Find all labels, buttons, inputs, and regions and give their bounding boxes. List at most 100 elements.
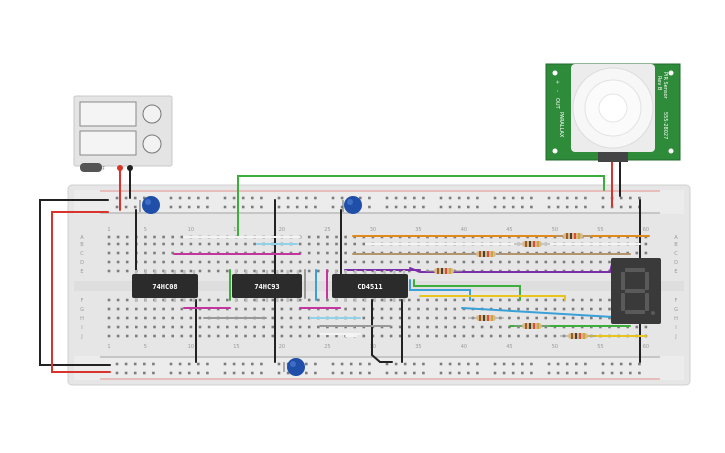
column-label-bottom: 55 <box>597 344 603 350</box>
rail-hole <box>422 205 425 209</box>
rail-hole <box>133 362 137 366</box>
rail-hole <box>178 371 182 375</box>
hole <box>326 298 329 302</box>
hole <box>417 316 420 320</box>
rail-hole <box>493 196 497 200</box>
hole <box>180 298 184 302</box>
column-label-bottom: 60 <box>643 344 649 350</box>
rail-hole <box>197 362 200 366</box>
rail-hole <box>286 196 290 200</box>
hole <box>317 334 320 338</box>
rail-hole <box>331 196 335 200</box>
wire-red-left <box>51 211 111 373</box>
resistor[interactable] <box>514 241 550 247</box>
hole <box>389 325 393 329</box>
hole <box>471 260 475 264</box>
power-supply[interactable]: OFF <box>73 95 173 172</box>
rail-hole <box>601 196 605 200</box>
chip-74hc93[interactable]: 74HC93 <box>232 270 302 302</box>
hole <box>280 316 284 320</box>
hole <box>544 298 548 302</box>
resistor[interactable] <box>514 323 550 329</box>
psu-terminal-black[interactable] <box>127 165 133 171</box>
chip-pin <box>334 298 338 302</box>
hole <box>107 235 111 239</box>
chip-label-74hc93: 74HC93 <box>254 283 279 291</box>
hole <box>107 269 111 273</box>
hole <box>444 298 447 302</box>
hole <box>125 242 129 246</box>
column-label-top: 20 <box>279 227 285 233</box>
hole <box>180 325 184 329</box>
hole <box>180 316 184 320</box>
rail-hole <box>565 205 569 209</box>
chip-pin <box>363 298 367 302</box>
hole <box>116 251 120 255</box>
chip-pin <box>393 298 396 302</box>
resistor[interactable] <box>468 251 504 257</box>
hole <box>435 316 438 320</box>
rail-hole <box>115 362 119 366</box>
hole <box>253 334 256 338</box>
capacitor-2[interactable] <box>342 196 362 214</box>
rail-hole <box>187 362 191 366</box>
hole <box>408 260 411 264</box>
hole <box>362 242 366 246</box>
chip-pin <box>296 270 300 274</box>
chip-cd4511[interactable]: CD4511 <box>332 270 408 302</box>
hole <box>453 260 457 264</box>
resistor[interactable] <box>560 333 596 339</box>
chip-74hc08[interactable]: 74HC08 <box>132 270 198 302</box>
rail-hole <box>422 196 425 200</box>
seven-segment-display[interactable]: 8. <box>611 258 661 324</box>
hole <box>444 334 447 338</box>
hole <box>417 325 420 329</box>
pir-sensor[interactable]: PIR Sensor Rev B 555-28027 PARALLAX + - … <box>545 63 681 162</box>
hole <box>189 260 193 264</box>
resistor[interactable] <box>555 233 591 239</box>
psu-voltage-knob[interactable] <box>142 104 162 124</box>
hole <box>380 298 384 302</box>
rail-hole <box>187 196 191 200</box>
hole <box>326 251 329 255</box>
hole <box>553 298 557 302</box>
hole <box>262 307 265 311</box>
hole <box>317 269 320 273</box>
capacitor-1[interactable] <box>139 196 160 214</box>
psu-terminal-red[interactable] <box>117 165 123 171</box>
hole <box>317 260 320 264</box>
rail-hole <box>115 196 119 200</box>
rail-hole <box>169 371 173 375</box>
hole <box>125 298 129 302</box>
rail-hole <box>394 362 398 366</box>
rail-hole <box>403 196 407 200</box>
psu-current-knob[interactable] <box>142 134 162 154</box>
pir-brand: PARALLAX <box>558 112 564 138</box>
rail-hole <box>556 205 560 209</box>
hole <box>317 251 320 255</box>
hole <box>135 334 138 338</box>
column-label-top: 10 <box>188 227 194 233</box>
rail-hole <box>124 362 128 366</box>
hole <box>326 235 329 239</box>
rail-hole <box>124 196 128 200</box>
hole <box>408 334 411 338</box>
rail-hole <box>467 371 470 375</box>
rail-hole <box>403 371 407 375</box>
rail-hole <box>556 371 560 375</box>
resistor[interactable] <box>468 315 504 321</box>
hole <box>644 242 648 246</box>
chip-pin <box>173 270 176 274</box>
psu-power-button[interactable] <box>80 163 102 172</box>
column-label-top: 25 <box>324 227 330 233</box>
hole <box>107 242 111 246</box>
chip-pin <box>383 270 386 274</box>
rail-hole <box>260 371 263 375</box>
rail-hole <box>547 196 551 200</box>
resistor[interactable] <box>426 268 462 274</box>
rail-hole <box>584 362 587 366</box>
hole <box>517 298 520 302</box>
hole <box>590 316 593 320</box>
capacitor-3[interactable] <box>283 358 305 376</box>
rail-hole <box>403 205 407 209</box>
